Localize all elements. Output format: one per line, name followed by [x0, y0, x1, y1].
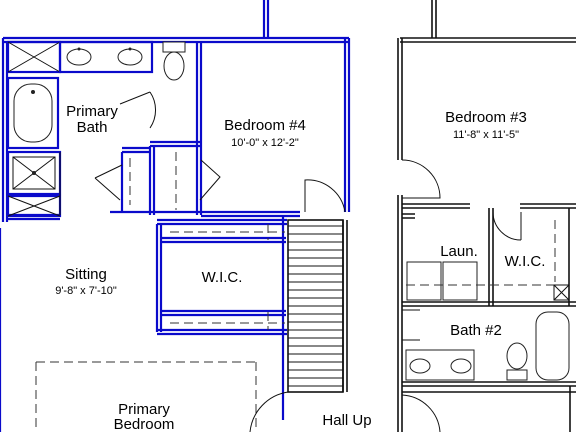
bedroom4-label: Bedroom #4 — [224, 117, 306, 134]
sitting-dims: 9'-8" x 7'-10" — [55, 285, 117, 297]
sink-icon — [450, 358, 472, 374]
bedroom4-dims: 10'-0" x 12'-2" — [231, 137, 299, 149]
bedroom3-dims: 11'-8" x 11'-5" — [453, 129, 519, 141]
washer-icon — [406, 261, 442, 301]
sink-icon — [117, 48, 143, 66]
bedroom4-door — [304, 179, 346, 213]
primary-bath-label-2: Bath — [77, 119, 108, 136]
hall-label: Hall Up — [322, 412, 371, 429]
dryer-icon — [442, 261, 478, 301]
toilet-icon — [506, 342, 528, 370]
wic-left-label: W.I.C. — [202, 269, 243, 286]
bath2-label: Bath #2 — [450, 322, 502, 339]
primary-bedroom-label-1: Primary — [118, 401, 170, 418]
wic-right-label: W.I.C. — [505, 253, 546, 270]
laundry-appliances — [406, 220, 570, 301]
primary-bedroom-label-2: Bedroom — [114, 416, 175, 432]
wic-right-door — [492, 211, 522, 241]
bathtub-icon — [535, 311, 570, 381]
sink-icon — [66, 48, 92, 66]
laundry-label: Laun. — [440, 243, 478, 260]
staircase — [287, 219, 348, 393]
closet-rods — [35, 152, 285, 432]
sitting-label: Sitting — [65, 266, 107, 283]
toilet-icon — [162, 41, 186, 53]
sink-icon — [409, 358, 431, 374]
left-wing-walls — [0, 0, 351, 432]
bath-fixtures — [6, 40, 221, 218]
bath2-fixtures — [402, 309, 570, 381]
bedroom3-label: Bedroom #3 — [445, 109, 527, 126]
right-wing-walls — [397, 0, 576, 432]
primary-bath-label-1: Primary — [66, 103, 118, 120]
hall-door — [249, 391, 289, 432]
bathtub-icon — [13, 83, 53, 143]
bedroom3-door — [401, 159, 441, 199]
